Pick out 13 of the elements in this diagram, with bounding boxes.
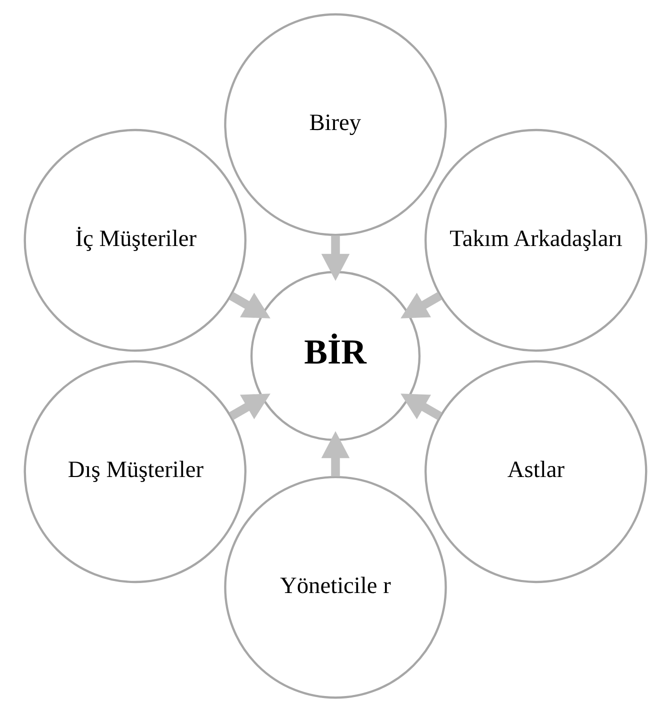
node-circle: Birey: [224, 13, 446, 236]
arrow: [228, 394, 270, 420]
arrow: [400, 292, 442, 318]
node-circle: Takım Arkadaşları: [424, 128, 647, 352]
node-circle: İç Müşteriler: [23, 128, 246, 352]
arrow: [320, 431, 350, 476]
arrow: [400, 394, 442, 420]
node-circle: Yöneticile r: [224, 476, 446, 699]
arrow: [320, 236, 350, 281]
arrow: [228, 292, 270, 318]
node-circle: Astlar: [424, 360, 647, 584]
node-circle: Dış Müşteriler: [23, 360, 246, 584]
node-circle: BİR: [250, 270, 420, 442]
